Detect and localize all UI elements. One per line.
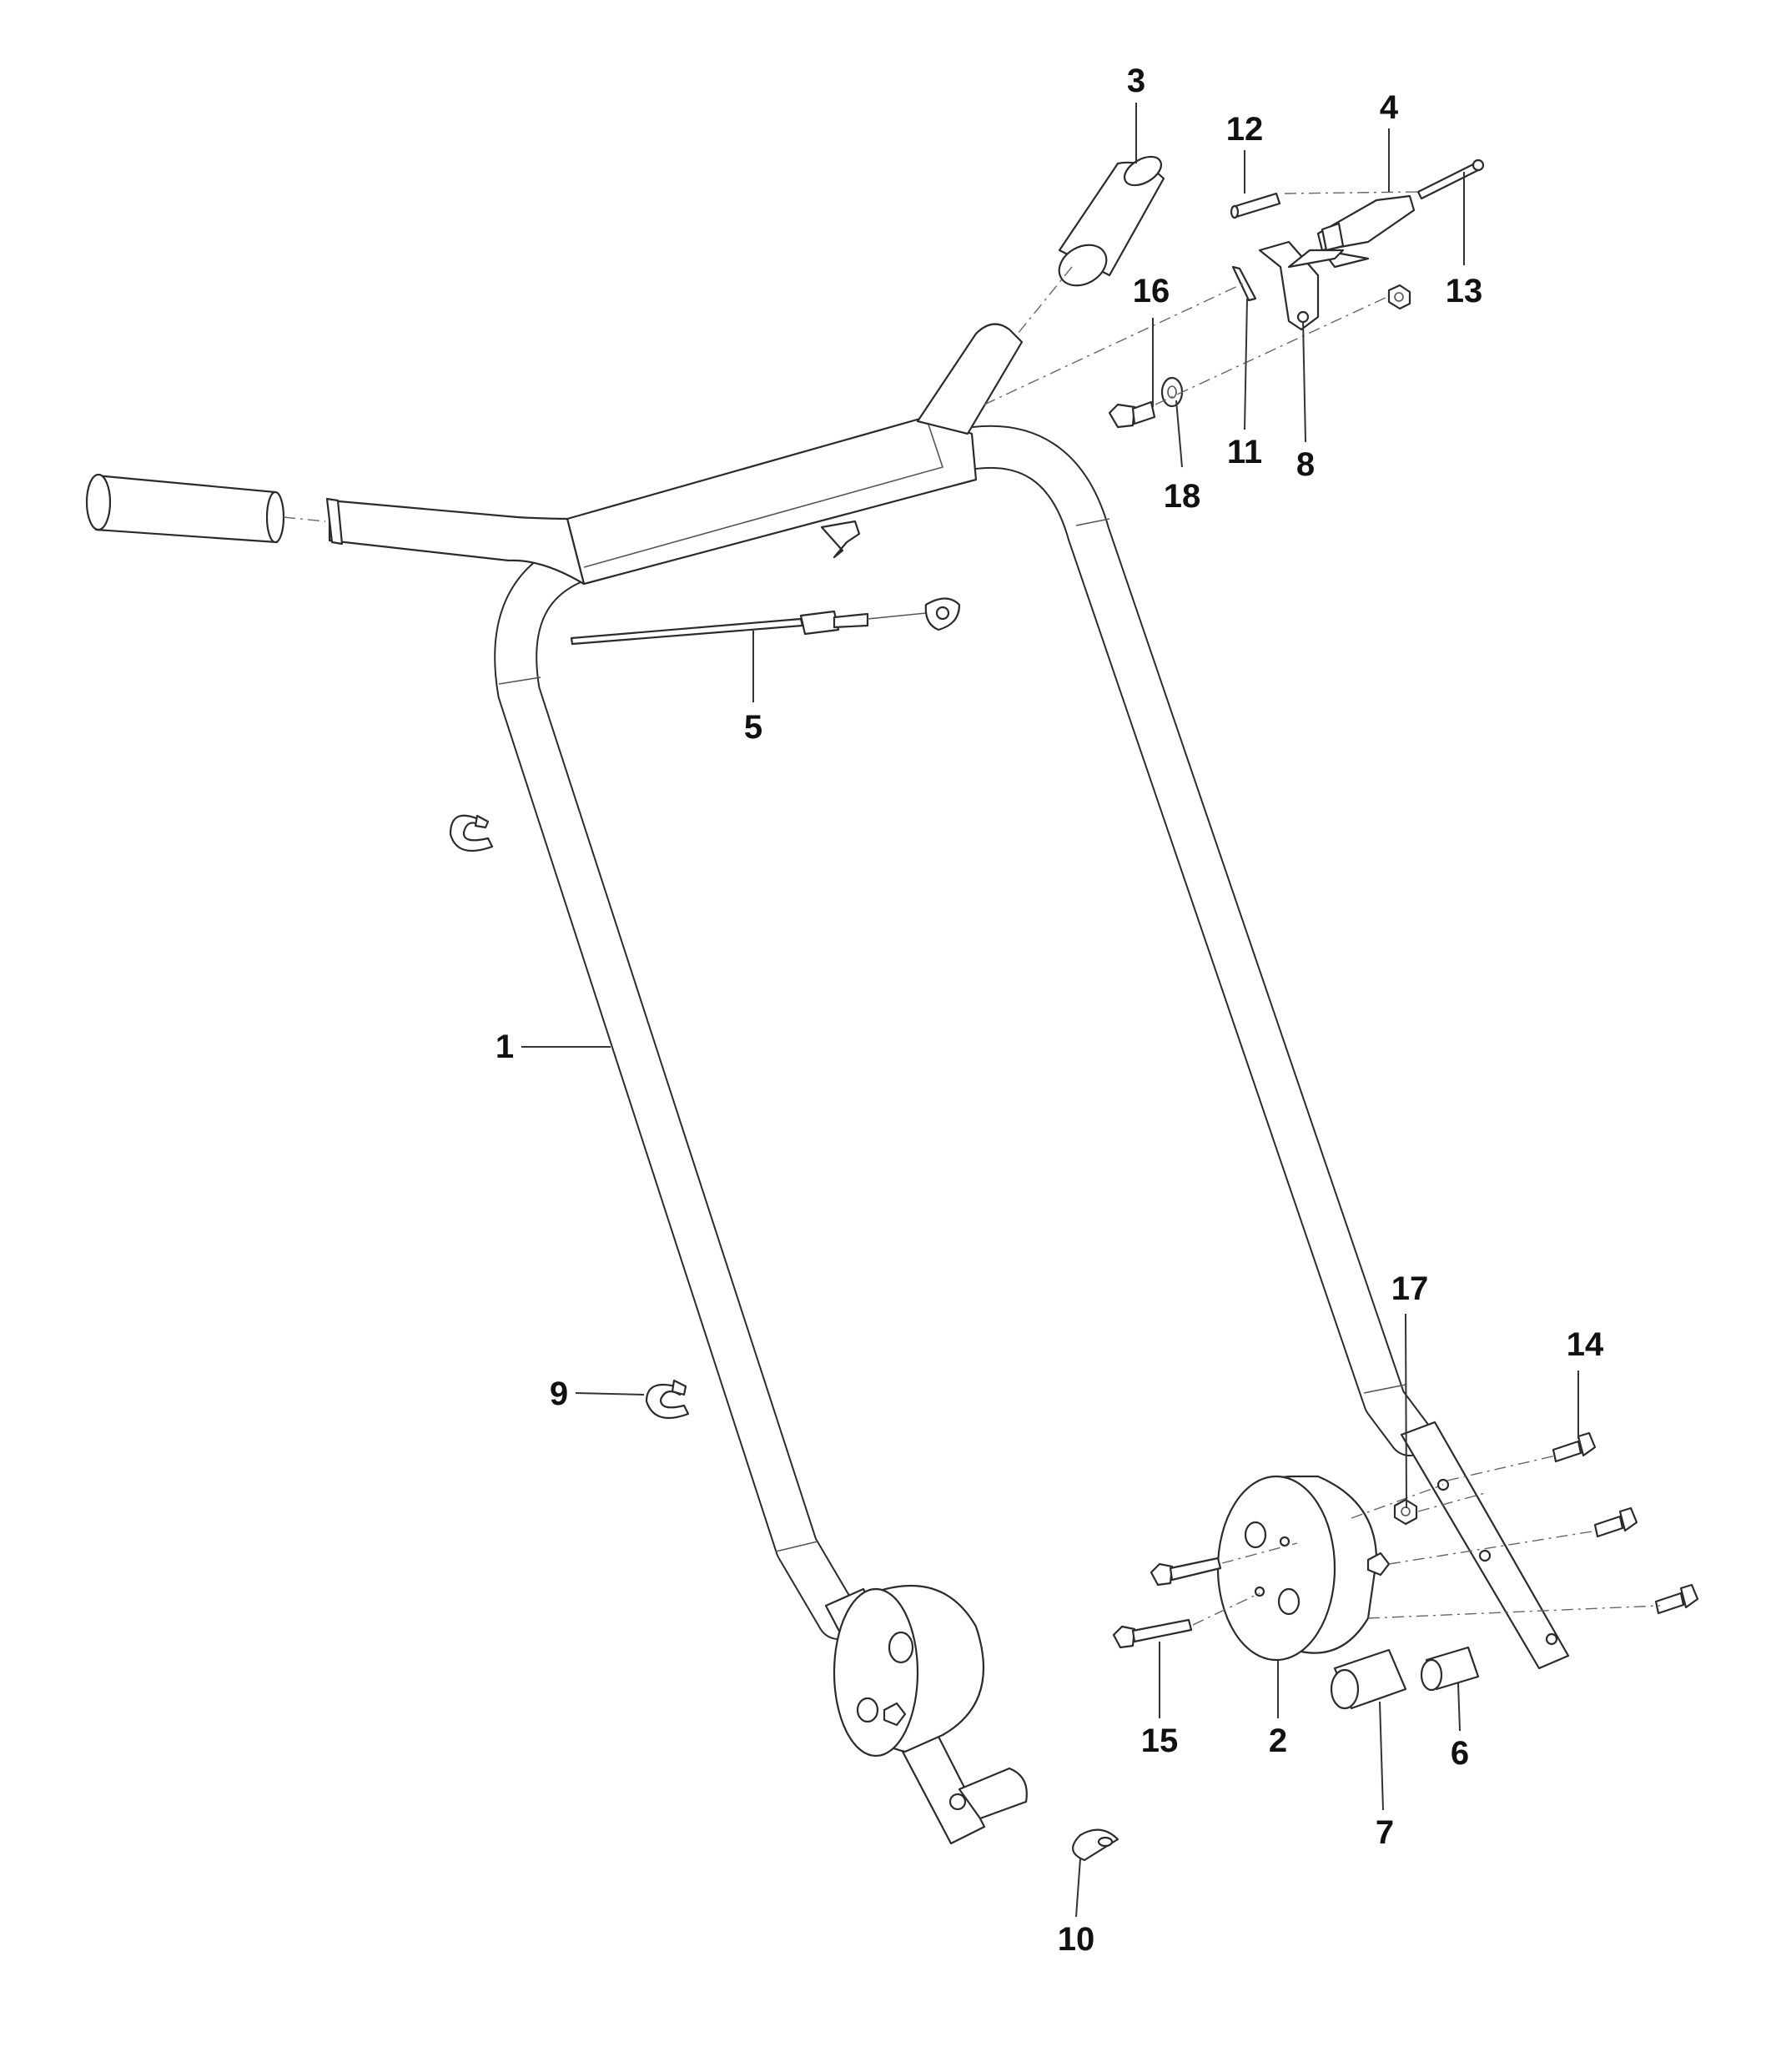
wheel-2 — [1216, 1475, 1391, 1662]
callout-8: 8 — [1296, 446, 1315, 483]
callout-15: 15 — [1141, 1722, 1179, 1759]
callout-17: 17 — [1391, 1270, 1429, 1307]
bolt-14-a — [1552, 1431, 1597, 1463]
clamp-lower — [645, 1379, 690, 1420]
callout-12: 12 — [1226, 111, 1264, 148]
callout-4: 4 — [1380, 89, 1399, 126]
callout-11: 11 — [1227, 434, 1262, 470]
callout-3: 3 — [1127, 63, 1145, 99]
cable-clip — [1072, 1828, 1119, 1862]
bolt-16 — [1108, 400, 1156, 429]
spring-pin-11 — [1231, 265, 1257, 302]
nut-8 — [1387, 284, 1411, 310]
callout-13: 13 — [1446, 273, 1483, 309]
spacer-7 — [1330, 1648, 1407, 1710]
callout-18: 18 — [1164, 478, 1201, 515]
leader-lines — [521, 103, 1579, 1918]
bolt-15-upper — [1150, 1557, 1222, 1587]
pin-13 — [1416, 158, 1485, 200]
bolt-14-c — [1654, 1583, 1699, 1615]
left-grip — [85, 473, 344, 546]
washer-18 — [1160, 376, 1184, 408]
bracket-8 — [1258, 240, 1345, 331]
clamp-upper — [449, 814, 494, 852]
pin-12 — [1230, 192, 1281, 219]
callout-labels: 3 12 4 13 16 11 8 18 5 1 9 17 14 15 2 6 … — [496, 63, 1604, 1958]
callout-14: 14 — [1567, 1326, 1604, 1363]
handle-frame — [328, 323, 1570, 1845]
callout-9: 9 — [550, 1375, 568, 1412]
spacer-6 — [1420, 1646, 1480, 1692]
throttle-cable — [570, 597, 961, 646]
callout-2: 2 — [1269, 1722, 1287, 1759]
callout-7: 7 — [1376, 1814, 1394, 1851]
bolt-15-lower — [1112, 1618, 1193, 1649]
callout-6: 6 — [1451, 1735, 1469, 1772]
callout-1: 1 — [496, 1028, 514, 1065]
callout-5: 5 — [744, 709, 762, 746]
callout-10: 10 — [1058, 1921, 1095, 1958]
bolt-14-b — [1593, 1506, 1638, 1538]
callout-16: 16 — [1133, 273, 1170, 309]
